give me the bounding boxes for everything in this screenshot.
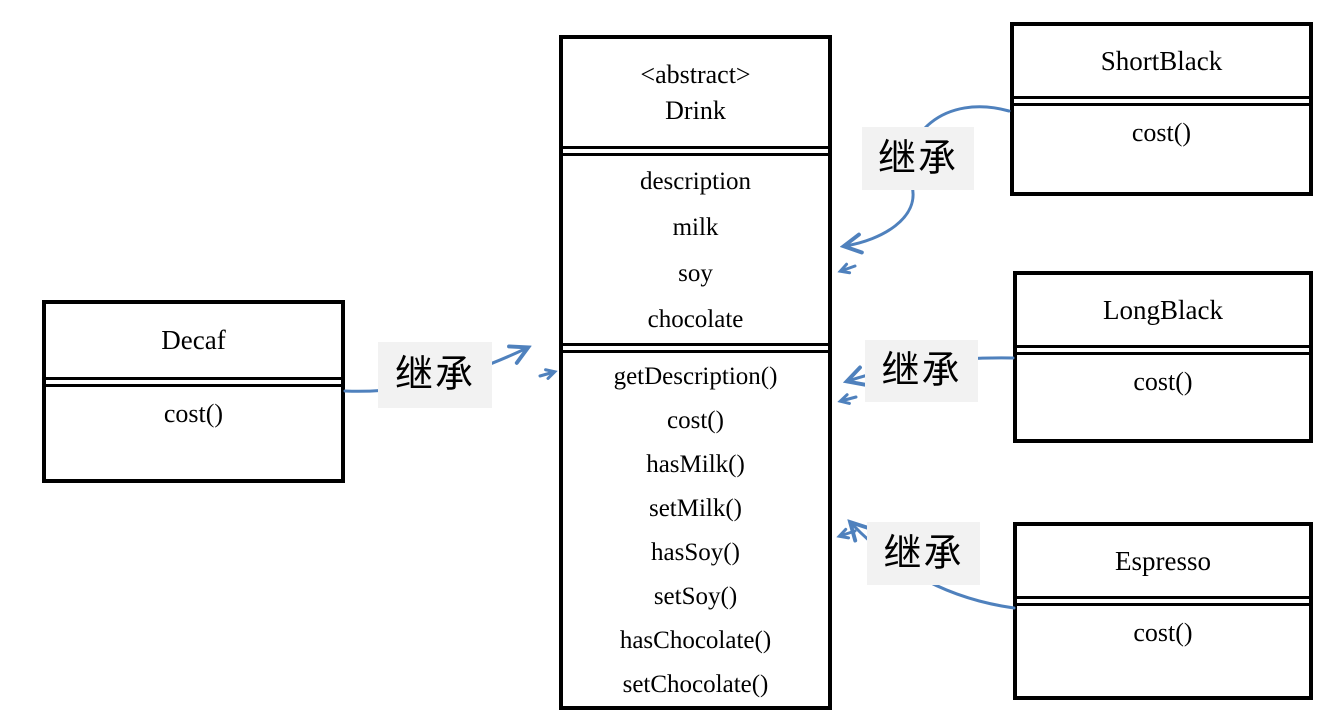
class-box-espresso: Espresso cost(): [1013, 522, 1313, 700]
class-name-longblack: LongBlack: [1103, 294, 1223, 325]
method-item: cost(): [1131, 118, 1192, 147]
method-item: hasChocolate(): [619, 627, 772, 654]
inheritance-arrowhead-decaf-edge: [538, 372, 554, 376]
class-methods-shortblack: cost(): [1014, 96, 1309, 148]
class-name-espresso: Espresso: [1115, 545, 1211, 576]
class-box-shortblack: ShortBlack cost(): [1010, 22, 1313, 196]
inheritance-arrowhead-longblack-edge: [841, 397, 858, 401]
inheritance-label-longblack: 继承: [865, 340, 978, 402]
method-item: hasMilk(): [646, 451, 745, 478]
method-item: cost(): [1133, 618, 1193, 647]
class-box-decaf: Decaf cost(): [42, 300, 345, 483]
class-stereotype: <abstract>: [640, 59, 751, 89]
class-box-longblack: LongBlack cost(): [1013, 271, 1313, 443]
inheritance-label-espresso: 继承: [867, 522, 980, 585]
method-item: cost(): [1133, 367, 1193, 396]
class-attributes-drink: description milk soy chocolate: [563, 146, 828, 343]
class-methods-decaf: cost(): [46, 377, 341, 429]
inheritance-label-shortblack: 继承: [862, 127, 974, 190]
inheritance-arrowhead-shortblack-edge: [841, 266, 857, 271]
class-name-drink: Drink: [665, 95, 726, 125]
method-item: setSoy(): [653, 583, 738, 610]
class-methods-espresso: cost(): [1017, 596, 1309, 648]
class-box-drink: <abstract> Drink description milk soy ch…: [559, 35, 832, 710]
class-methods-drink: getDescription() cost() hasMilk() setMil…: [563, 343, 828, 706]
method-item: cost(): [163, 399, 224, 428]
class-header-drink: <abstract> Drink: [563, 39, 828, 146]
class-name-shortblack: ShortBlack: [1100, 45, 1223, 76]
attribute-item: description: [639, 168, 752, 195]
inheritance-arrowhead-espresso-edge: [840, 531, 857, 536]
method-item: cost(): [667, 407, 724, 434]
method-item: setChocolate(): [622, 671, 769, 698]
method-item: setMilk(): [648, 495, 743, 522]
method-item: getDescription(): [613, 363, 778, 390]
method-item: hasSoy(): [651, 539, 740, 566]
inheritance-label-decaf: 继承: [378, 342, 492, 408]
class-methods-longblack: cost(): [1017, 345, 1309, 397]
attribute-item: milk: [672, 214, 719, 241]
attribute-item: soy: [678, 260, 713, 287]
class-name-decaf: Decaf: [161, 325, 226, 355]
attribute-item: chocolate: [647, 306, 744, 333]
